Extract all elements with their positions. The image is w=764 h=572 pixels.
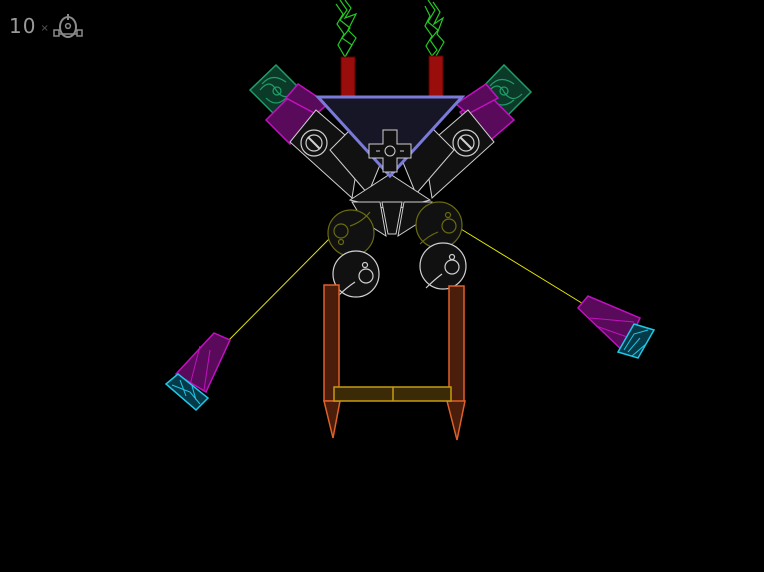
left-orb <box>332 250 380 298</box>
left-turret <box>300 129 328 157</box>
left-tether <box>223 235 333 346</box>
right-leg <box>446 285 466 441</box>
right-dim-orb <box>415 201 463 249</box>
lightning-bolt-icon <box>335 0 445 58</box>
lives-multiplier: × <box>40 22 49 34</box>
right-exhaust <box>428 55 444 101</box>
crossbar <box>333 386 452 402</box>
left-claw-icon <box>164 332 232 412</box>
lives-hud: 10 × <box>9 12 83 40</box>
core-cross <box>368 129 412 173</box>
lives-count: 10 <box>9 14 37 38</box>
player-ship-icon <box>53 14 83 38</box>
right-turret <box>452 129 480 157</box>
left-leg <box>323 284 341 439</box>
right-tether <box>455 225 586 306</box>
right-claw-icon <box>576 295 656 359</box>
right-orb <box>419 242 467 290</box>
left-dim-orb <box>327 209 375 257</box>
left-exhaust <box>340 56 356 102</box>
